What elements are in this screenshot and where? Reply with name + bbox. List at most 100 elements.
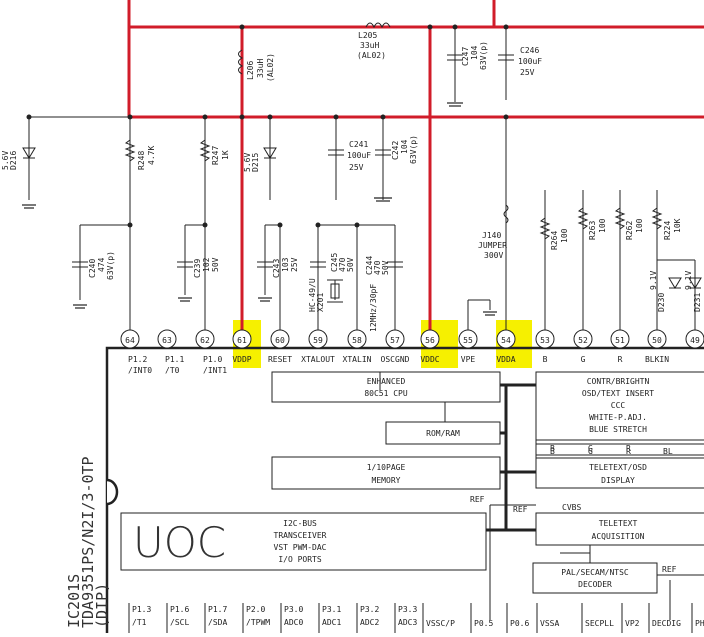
- i2c-line1: I2C-BUS: [283, 519, 317, 528]
- pin-number: 64: [125, 336, 135, 345]
- d231-value: 9.1V: [684, 271, 693, 290]
- resistor-r248: [124, 139, 136, 162]
- resistor-r224: [651, 207, 663, 230]
- pin-number: 53: [540, 336, 550, 345]
- j140-ref: J140: [482, 231, 501, 240]
- c239-rating: 50V: [211, 257, 220, 272]
- pin-label: VDDC: [420, 355, 439, 364]
- contrast-pin-b: B: [550, 444, 555, 453]
- junction-dots: [26, 24, 509, 228]
- bottom-pin-label: P3.1: [322, 605, 341, 614]
- j140-value: JUMPER: [478, 241, 507, 250]
- pin-label-2: /INT1: [203, 366, 227, 375]
- bottom-pin-label: PH: [695, 619, 704, 628]
- inductor-l206: [238, 49, 244, 75]
- r248-value: 4.7K: [147, 146, 156, 165]
- pin-number: 59: [313, 336, 323, 345]
- c247-value: 104: [470, 45, 479, 60]
- d216-value: 5.6V: [1, 151, 10, 170]
- pin-circle: [157, 329, 177, 349]
- bottom-pin-label: P1.3: [132, 605, 151, 614]
- pin-circle: [610, 329, 630, 349]
- capacitor-c240: [72, 261, 88, 268]
- c242-ref: C242: [391, 141, 400, 160]
- tosd-pin-r: R: [626, 447, 631, 456]
- pin-circle: [308, 329, 328, 349]
- resistor-r262: [614, 207, 626, 230]
- i2c-block: I2C-BUS TRANSCEIVER VST PWM-DAC I/O PORT…: [120, 512, 487, 571]
- tacq-line2: ACQUISITION: [592, 532, 645, 541]
- c245-ref: C245: [330, 253, 339, 272]
- contrast-line3: CCC: [611, 401, 626, 410]
- r247-value: 1K: [221, 150, 230, 160]
- pin-label-2: /INT0: [128, 366, 152, 375]
- c243-rating: 25V: [290, 257, 299, 272]
- r247-ref: R247: [211, 146, 220, 165]
- c243-ref: C243: [272, 259, 281, 278]
- contrast-pins-row: B G R: [535, 439, 704, 456]
- pin-label: RESET: [268, 355, 292, 364]
- bottom-pin: DECDIG: [648, 603, 681, 633]
- resistor-r247: [199, 139, 211, 162]
- bottom-pin-label-2: /SCL: [170, 618, 189, 627]
- pin-label: P1.0: [203, 355, 222, 364]
- pin-51: 51R: [610, 329, 630, 364]
- pin-circle: [458, 329, 478, 349]
- pin-number: 49: [690, 336, 700, 345]
- c242-value: 104: [400, 139, 409, 154]
- romram-block: ROM/RAM: [385, 421, 501, 445]
- pin-label: OSCGND: [381, 355, 410, 364]
- chip-package: (DIP): [93, 583, 111, 628]
- bottom-pin-label: P1.7: [208, 605, 227, 614]
- tosd-pin-b: B: [550, 447, 555, 456]
- x201-ref: X201: [316, 293, 325, 312]
- c239-value: 102: [202, 257, 211, 272]
- crystal-x201: [327, 279, 343, 303]
- bottom-pin: SECPLL: [581, 603, 614, 633]
- bottom-pin: P1.3/T1: [128, 603, 151, 633]
- pin-number: 55: [463, 336, 473, 345]
- d215-ref: D215: [251, 153, 260, 172]
- bottom-pin-label-2: /SDA: [208, 618, 227, 627]
- d231-ref: D231: [693, 293, 702, 312]
- teletext-osd-block: TELETEXT/OSD DISPLAY: [535, 457, 704, 489]
- tosd-line2: DISPLAY: [601, 476, 635, 485]
- bottom-pin-label: VP2: [625, 619, 640, 628]
- pin-label: VDDP: [232, 355, 251, 364]
- pin-label: BLKIN: [645, 355, 669, 364]
- d216-ref: D216: [9, 151, 18, 170]
- pin-label-2: /T0: [165, 366, 180, 375]
- c241-rating: 25V: [349, 163, 364, 172]
- pin-number: 60: [275, 336, 285, 345]
- contrast-line1: CONTR/BRIGHTN: [587, 377, 650, 386]
- r262-ref: R262: [625, 221, 634, 240]
- cpu-line1: ENHANCED: [367, 377, 406, 386]
- contrast-line4: WHITE-P.ADJ.: [589, 413, 647, 422]
- chip-part: TDA9351PS/N2I/3-0TP: [79, 456, 97, 628]
- c243-value: 103: [281, 257, 290, 272]
- c247-rating: 63V(p): [479, 41, 488, 70]
- c240-ref: C240: [88, 259, 97, 278]
- c246-ref: C246: [520, 46, 539, 55]
- memory-line1: 1/10PAGE: [367, 463, 406, 472]
- l205-ref: L205: [358, 31, 377, 40]
- pin-circle: [232, 329, 252, 349]
- bottom-pin-label: VSSC/P: [426, 619, 455, 628]
- bottom-pin-label: P3.3: [398, 605, 417, 614]
- i2c-line4: I/O PORTS: [278, 555, 322, 564]
- internal-bus: [486, 383, 536, 532]
- bottom-pin: P0.6: [506, 603, 529, 633]
- pin-circle: [385, 329, 405, 349]
- bottom-pin-label-2: ADC3: [398, 618, 417, 627]
